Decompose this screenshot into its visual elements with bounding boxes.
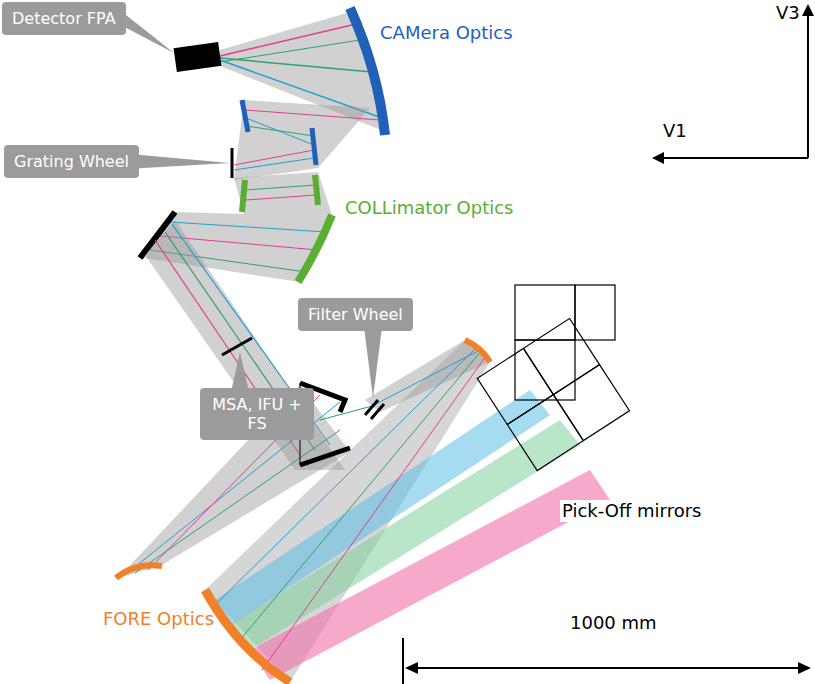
dimension-label: 1000 mm xyxy=(570,612,657,634)
part-label: FORE Optics xyxy=(103,608,214,630)
callout-box: MSA, IFU + FS xyxy=(200,388,314,440)
callout-box: Detector FPA xyxy=(2,2,126,35)
callout-text: Grating Wheel xyxy=(14,152,129,171)
callout-text: MSA, IFU + FS xyxy=(210,395,304,433)
callout-pointer xyxy=(364,327,382,398)
part-label: CAMera Optics xyxy=(380,22,513,44)
axis-label: V3 xyxy=(776,2,800,24)
callout-pointer xyxy=(122,12,174,53)
callout-box: Filter Wheel xyxy=(298,298,413,331)
callout-pointer xyxy=(231,352,249,392)
callout-box: Grating Wheel xyxy=(4,145,139,178)
callout-text: Filter Wheel xyxy=(308,305,403,324)
callout-text: Detector FPA xyxy=(12,9,116,28)
callout-pointer xyxy=(135,155,230,169)
part-label: Pick-Off mirrors xyxy=(560,500,703,522)
part-label: COLLimator Optics xyxy=(343,197,515,219)
axis-label: V1 xyxy=(663,120,687,142)
